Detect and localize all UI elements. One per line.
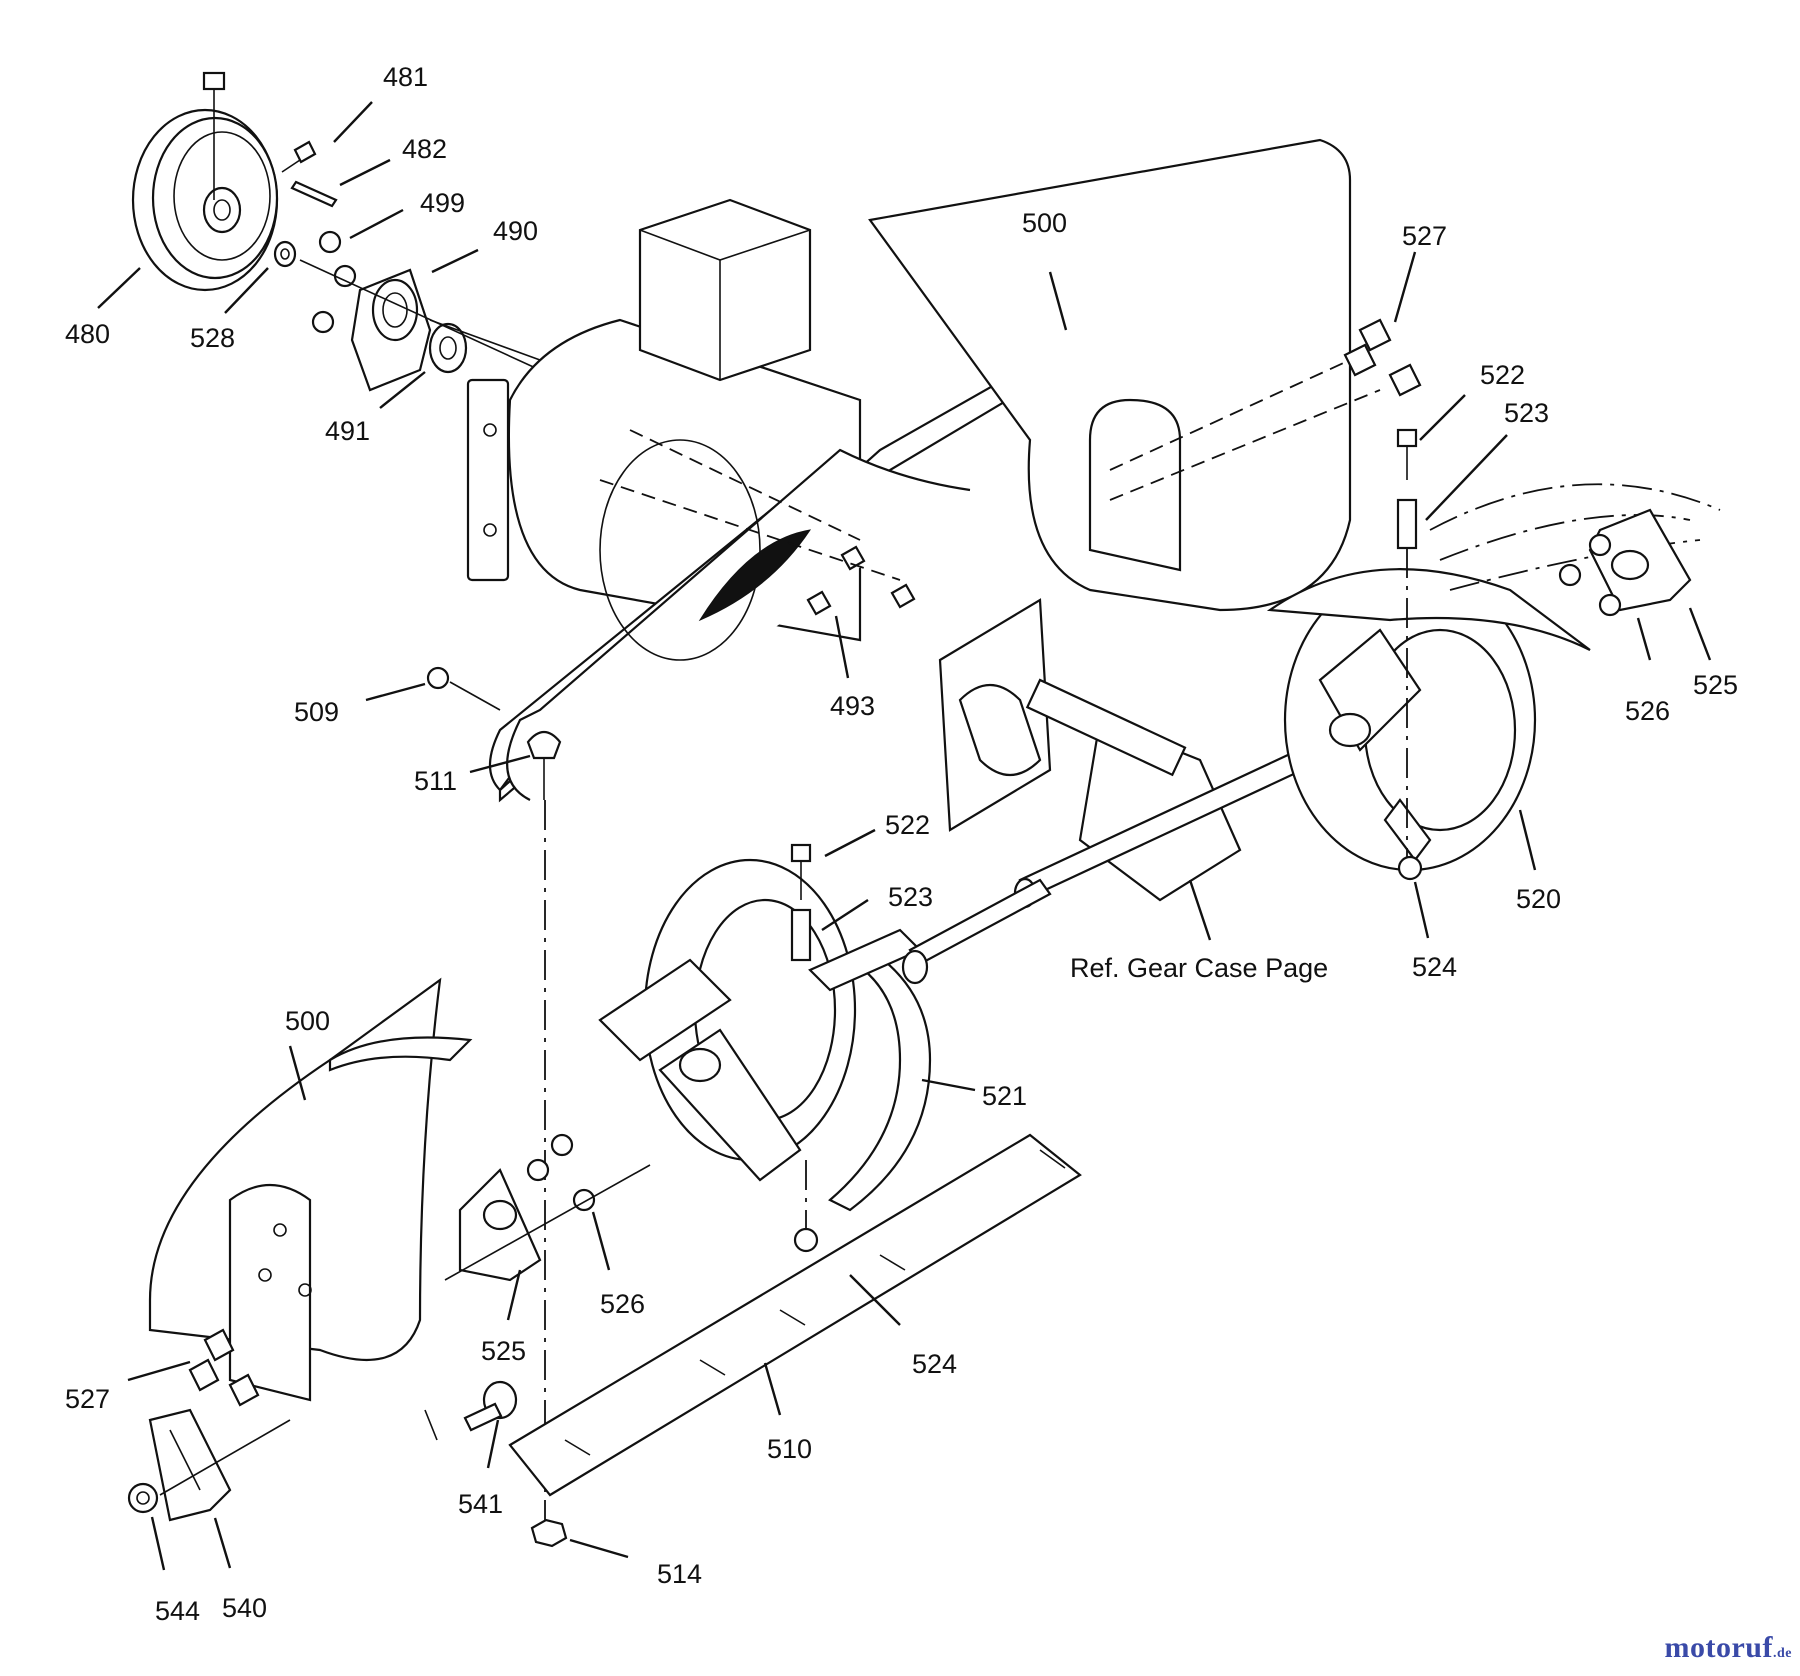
label-527-lower: 527 (65, 1384, 110, 1414)
washer-528 (273, 240, 297, 268)
auger-housing-500 (466, 138, 1352, 803)
bearing-flange-525-right (1588, 508, 1692, 612)
label-521: 521 (982, 1081, 1027, 1111)
label-525-lower: 525 (481, 1336, 526, 1366)
label-525-right: 525 (1693, 670, 1738, 700)
carriage-bolt-541 (463, 1380, 518, 1432)
carriage-bolt-511 (526, 730, 562, 800)
nuts-526-lower (526, 1133, 596, 1212)
nut-524-center (793, 1227, 819, 1253)
reference-note: Ref. Gear Case Page (1070, 953, 1328, 983)
bolts-527-lower (188, 1328, 260, 1407)
bearing-491 (428, 322, 468, 374)
nut-514 (530, 1518, 568, 1548)
label-544: 544 (155, 1596, 200, 1626)
label-522-right: 522 (1480, 360, 1525, 390)
label-540: 540 (222, 1593, 267, 1623)
label-491: 491 (325, 416, 370, 446)
bolt-522-center (790, 843, 812, 900)
label-499: 499 (420, 188, 465, 218)
screw-509 (426, 666, 501, 711)
spacer-523-right (1396, 498, 1418, 550)
skid-540 (148, 1408, 232, 1522)
key-482 (290, 180, 338, 208)
label-493: 493 (830, 691, 875, 721)
label-520: 520 (1516, 884, 1561, 914)
watermark-tld: .de (1773, 1646, 1792, 1661)
spacer-523-center (790, 908, 812, 962)
label-526-lower: 526 (600, 1289, 645, 1319)
leader-lines (97, 101, 1712, 1571)
label-500-top: 500 (1022, 208, 1067, 238)
label-524-lower: 524 (912, 1349, 957, 1379)
label-500-lower: 500 (285, 1006, 330, 1036)
label-480: 480 (65, 319, 110, 349)
label-482: 482 (402, 134, 447, 164)
gear-case (938, 598, 1330, 909)
nut-524-right (1397, 855, 1423, 881)
nuts-499 (311, 230, 357, 334)
label-522-center: 522 (885, 810, 930, 840)
flange-490 (350, 268, 432, 392)
label-514: 514 (657, 1559, 702, 1589)
label-523-right: 523 (1504, 398, 1549, 428)
auger-520 (1266, 483, 1721, 872)
watermark-brand: motoruf (1664, 1631, 1773, 1664)
part-labels: 481 482 499 490 480 528 491 500 527 522 … (65, 62, 1738, 1626)
bolt-522-right (1396, 428, 1418, 480)
label-528: 528 (190, 323, 235, 353)
bolt-481 (281, 140, 317, 173)
label-511: 511 (414, 766, 457, 796)
label-510: 510 (767, 1434, 812, 1464)
bearing-flange-525-lower (458, 1168, 542, 1282)
nuts-526-right (1558, 533, 1622, 617)
auger-521 (598, 858, 1052, 1212)
label-523-center: 523 (888, 882, 933, 912)
brand-watermark: motoruf.de (1665, 1631, 1792, 1665)
pulley-480 (131, 108, 279, 292)
label-509: 509 (294, 697, 339, 727)
bolts-527-top (1343, 318, 1422, 397)
label-527-top: 527 (1402, 221, 1447, 251)
shave-plate-510 (508, 1133, 1082, 1497)
screws-493 (806, 545, 916, 616)
nut-544 (127, 1482, 159, 1514)
label-524-right: 524 (1412, 952, 1457, 982)
label-481: 481 (383, 62, 428, 92)
label-490: 490 (493, 216, 538, 246)
label-526-right: 526 (1625, 696, 1670, 726)
side-plate-500 (148, 977, 473, 1402)
bolt-top (202, 71, 226, 200)
label-541: 541 (458, 1489, 503, 1519)
